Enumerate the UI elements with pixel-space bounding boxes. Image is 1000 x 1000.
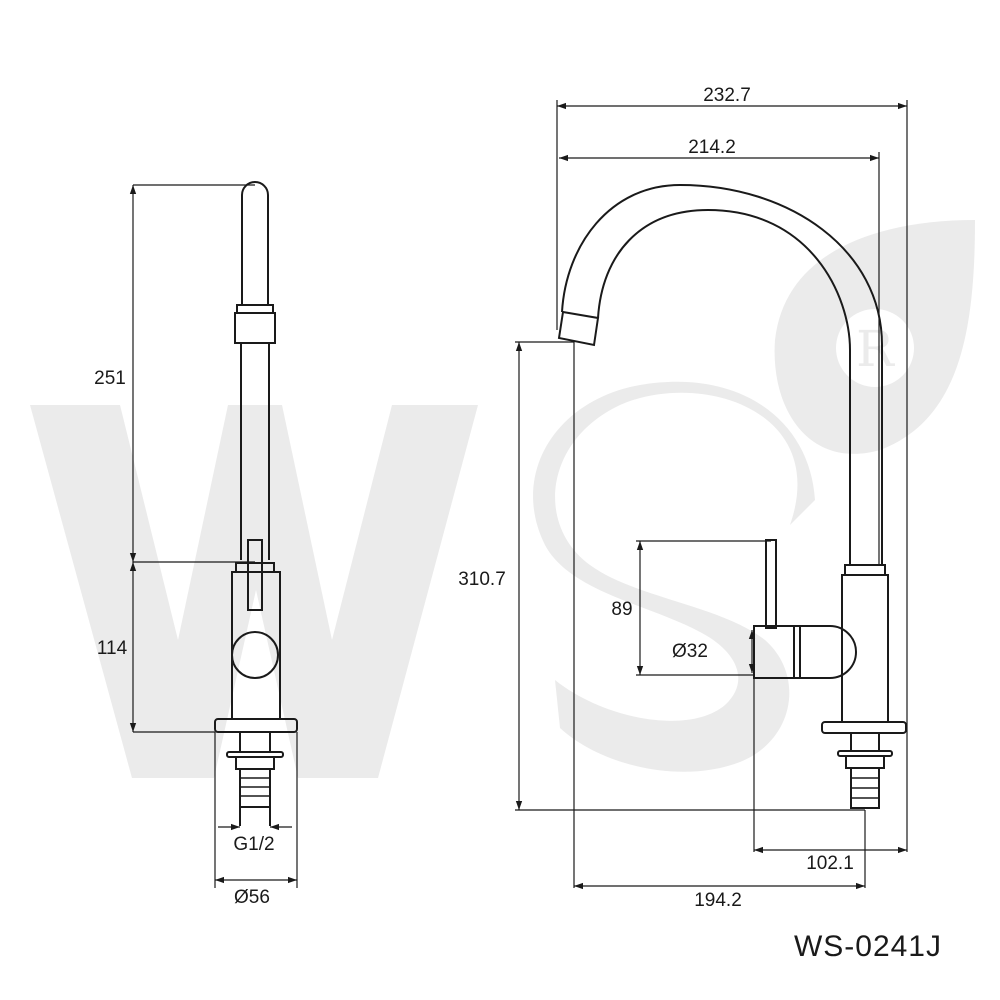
front-spout-outer bbox=[561, 183, 883, 565]
watermark-letter-s bbox=[533, 381, 815, 772]
dim-194-2: 194.2 bbox=[694, 890, 742, 911]
front-aerator bbox=[557, 310, 600, 347]
model-code: WS-0241J bbox=[793, 930, 942, 963]
dim-251: 251 bbox=[94, 368, 126, 389]
dim-g1-2: G1/2 bbox=[233, 834, 274, 855]
dim-232-7: 232.7 bbox=[703, 85, 751, 106]
watermark-registered-icon bbox=[830, 303, 920, 393]
dim-310-7: 310.7 bbox=[458, 569, 506, 590]
dim-o32: Ø32 bbox=[672, 641, 708, 662]
dim-214-2: 214.2 bbox=[688, 137, 736, 158]
front-spout-inner bbox=[597, 208, 851, 565]
front-view-dimensions: 232.7 214.2 310.7 89 Ø32 102.1 194.2 bbox=[458, 85, 908, 911]
front-handle-lever bbox=[753, 625, 857, 679]
dim-102-1: 102.1 bbox=[806, 853, 854, 874]
side-handle bbox=[247, 539, 263, 611]
dim-114: 114 bbox=[97, 638, 128, 659]
dim-89: 89 bbox=[611, 599, 632, 620]
dim-o56: Ø56 bbox=[234, 887, 270, 908]
front-handle bbox=[765, 539, 777, 629]
watermark-letter-w bbox=[30, 405, 478, 778]
ws-watermark-logo: R bbox=[30, 220, 975, 778]
front-view bbox=[557, 183, 907, 809]
side-handle-knob bbox=[231, 631, 279, 679]
side-view bbox=[214, 181, 298, 826]
svg-text:R: R bbox=[856, 320, 895, 378]
side-spout-top bbox=[241, 181, 269, 305]
front-body bbox=[841, 574, 889, 723]
side-view-dimensions: 251 114 G1/2 Ø56 bbox=[94, 184, 298, 908]
